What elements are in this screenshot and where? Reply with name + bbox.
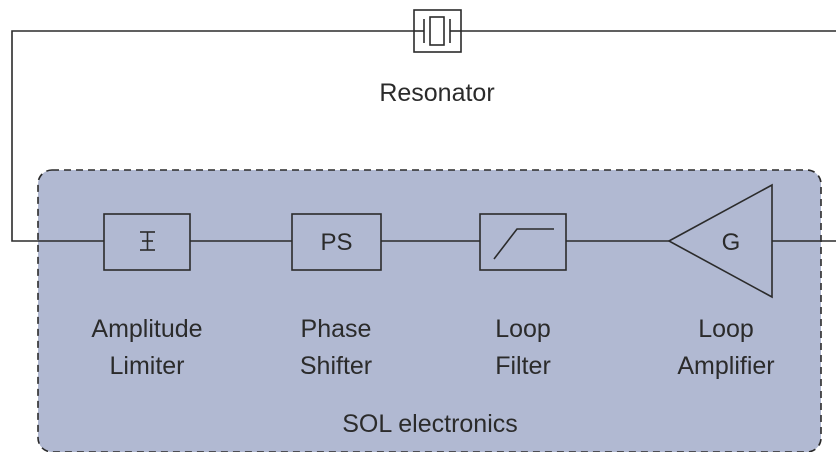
phase-shifter-label-line2: Shifter [299, 352, 373, 380]
phase-shifter-label-line1: Phase [300, 315, 372, 343]
loop-amplifier-block: G [667, 183, 773, 299]
loop-amplifier-label-line2: Amplifier [677, 352, 775, 380]
resonator-icon [413, 9, 462, 53]
phase-shifter-symbol: PS [320, 229, 352, 256]
loop-filter-label-line1: Loop [495, 315, 551, 343]
sol-electronics-label: SOL electronics [342, 410, 518, 438]
loop-filter-block [479, 213, 567, 271]
resonator-label: Resonator [379, 79, 495, 107]
loop-filter-label-line2: Filter [495, 352, 551, 380]
limiter-icon [140, 231, 155, 251]
loop-amplifier-label-line1: Loop [698, 315, 754, 343]
amplitude-limiter-label-line1: Amplitude [91, 315, 203, 343]
amplifier-triangle [667, 183, 773, 299]
loop-amplifier-symbol: G [722, 229, 741, 256]
filter-curve-icon [493, 228, 554, 260]
phase-shifter-block: PS [291, 213, 382, 271]
amplitude-limiter-block [103, 213, 191, 271]
amplitude-limiter-label-line2: Limiter [109, 352, 185, 380]
feedback-wire [11, 30, 414, 242]
